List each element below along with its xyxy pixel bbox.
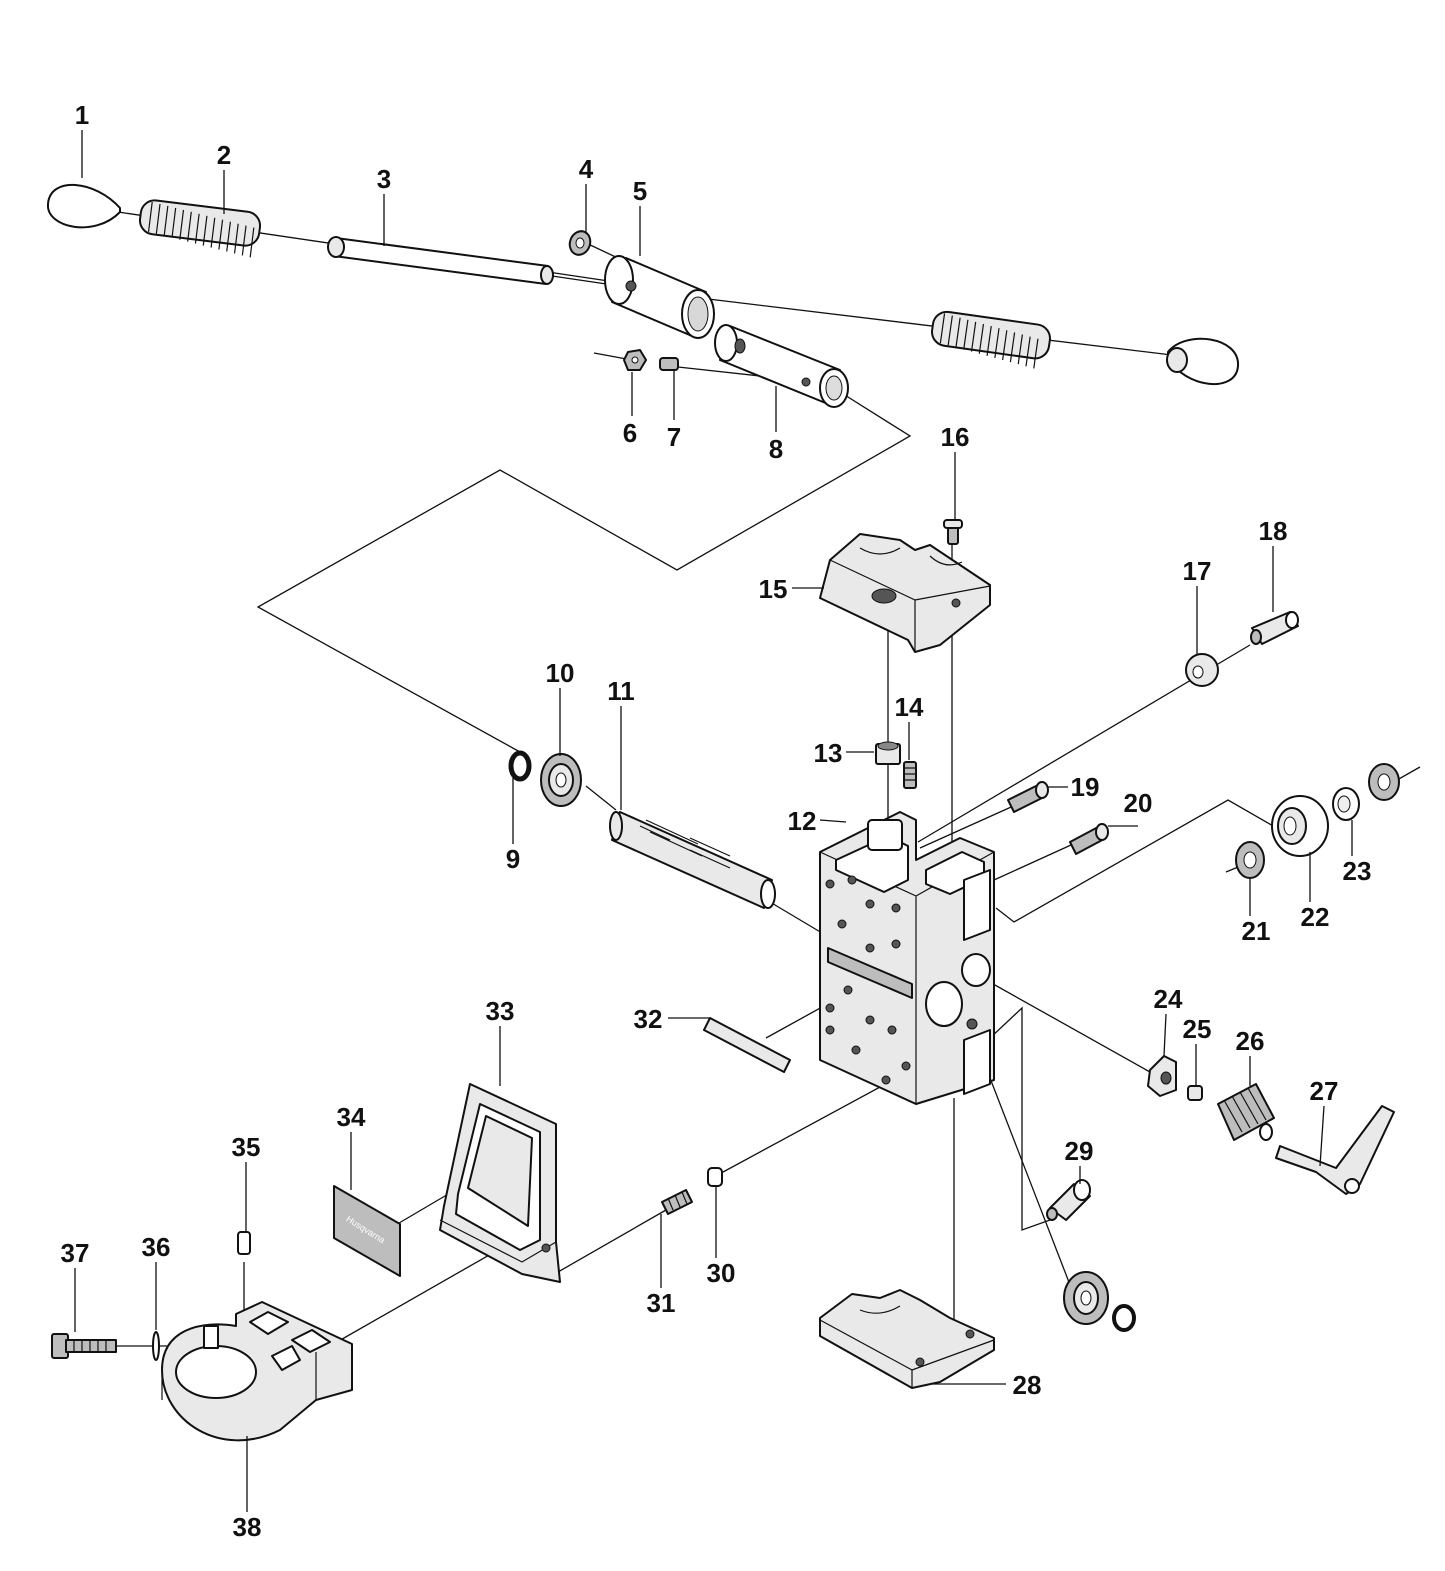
callout-34: 34	[337, 1102, 366, 1132]
callout-17: 17	[1183, 556, 1212, 586]
part-4-washer	[568, 230, 592, 256]
callout-5: 5	[633, 176, 647, 206]
callout-15: 15	[759, 574, 788, 604]
callout-30: 30	[707, 1258, 736, 1288]
callout-25: 25	[1183, 1014, 1212, 1044]
callout-36: 36	[142, 1232, 171, 1262]
assembly-lines	[116, 211, 1421, 1380]
part-7-set-screw	[659, 357, 679, 371]
part-37-bolt	[51, 1333, 117, 1359]
part-19-cap-screw	[1007, 781, 1049, 813]
part-34-decal: Husqvarna	[333, 1185, 401, 1277]
part-28-bottom-plate	[819, 1289, 995, 1389]
callout-21: 21	[1242, 916, 1271, 946]
part-6-nut	[623, 349, 647, 371]
lower-bearing	[1063, 1271, 1109, 1325]
callout-11: 11	[607, 676, 635, 706]
callout-24: 24	[1154, 984, 1183, 1014]
part-9-retaining-ring	[508, 750, 532, 782]
callout-27: 27	[1310, 1076, 1339, 1106]
part-17-spacer	[1185, 653, 1219, 687]
callout-26: 26	[1236, 1026, 1265, 1056]
part-25-pin	[1187, 1085, 1203, 1101]
part-26-knurled-nut	[1217, 1083, 1275, 1141]
callout-23: 23	[1343, 856, 1372, 886]
callout-2: 2	[217, 140, 231, 170]
callout-22: 22	[1301, 902, 1330, 932]
callout-7: 7	[667, 422, 681, 452]
callout-6: 6	[623, 418, 637, 448]
callout-10: 10	[546, 658, 575, 688]
part-3-rod	[327, 236, 554, 285]
callout-31: 31	[647, 1288, 676, 1318]
part-27-clamp-lever	[1275, 1105, 1395, 1195]
part-1-handle-knob	[46, 183, 121, 229]
part-5-coupler	[604, 255, 715, 339]
callout-3: 3	[377, 164, 391, 194]
part-24-cam	[1147, 1055, 1177, 1097]
callout-labels: 1 2 3 4 5 6 7 8 9 10 11 12 13 14 15 16 1…	[61, 100, 1372, 1542]
callout-16: 16	[941, 422, 970, 452]
callout-leaders	[74, 130, 1353, 1512]
callout-19: 19	[1071, 772, 1100, 802]
part-36-washer	[152, 1331, 160, 1361]
lower-retaining-ring	[1112, 1304, 1136, 1332]
part-2-spring	[138, 199, 262, 258]
part-12-main-housing	[819, 811, 995, 1105]
callout-4: 4	[579, 154, 594, 184]
callout-33: 33	[486, 996, 515, 1026]
callout-18: 18	[1259, 516, 1288, 546]
part-11-splined-shaft	[609, 811, 776, 909]
part-32-key	[703, 1017, 791, 1073]
part-18-shoulder-bolt	[1250, 611, 1299, 645]
callout-32: 32	[634, 1004, 663, 1034]
part-13-bushing	[875, 741, 901, 765]
callout-20: 20	[1124, 788, 1153, 818]
part-29-shoulder-bolt	[1046, 1179, 1091, 1221]
part-20-cap-screw	[1069, 823, 1109, 855]
callout-9: 9	[506, 844, 520, 874]
part-38-ring-base	[161, 1301, 353, 1442]
part-21-bearing	[1235, 841, 1265, 879]
part-15-top-plate	[819, 533, 991, 653]
part-35-pin	[237, 1231, 251, 1255]
part-14-set-screw	[903, 761, 917, 789]
part-33-window-bracket	[439, 1083, 561, 1283]
callout-35: 35	[232, 1132, 261, 1162]
part-10-bearing	[540, 753, 582, 807]
callout-28: 28	[1013, 1370, 1042, 1400]
callout-14: 14	[895, 692, 924, 722]
part-22-flange-wheel	[1271, 795, 1329, 857]
callout-38: 38	[233, 1512, 262, 1542]
callout-37: 37	[61, 1238, 90, 1268]
part-30-pin	[707, 1167, 723, 1187]
part-31-set-screw	[661, 1189, 693, 1215]
callout-12: 12	[788, 806, 817, 836]
part-16-screw	[943, 519, 963, 545]
handle-right-knob	[1166, 337, 1240, 386]
part-23-spacer	[1332, 787, 1360, 821]
right-end-bearing	[1368, 763, 1400, 801]
callout-13: 13	[814, 738, 843, 768]
callout-8: 8	[769, 434, 783, 464]
part-8-sleeve	[714, 324, 849, 408]
callout-29: 29	[1065, 1136, 1094, 1166]
handle-right-spring	[931, 310, 1051, 369]
callout-1: 1	[75, 100, 89, 130]
